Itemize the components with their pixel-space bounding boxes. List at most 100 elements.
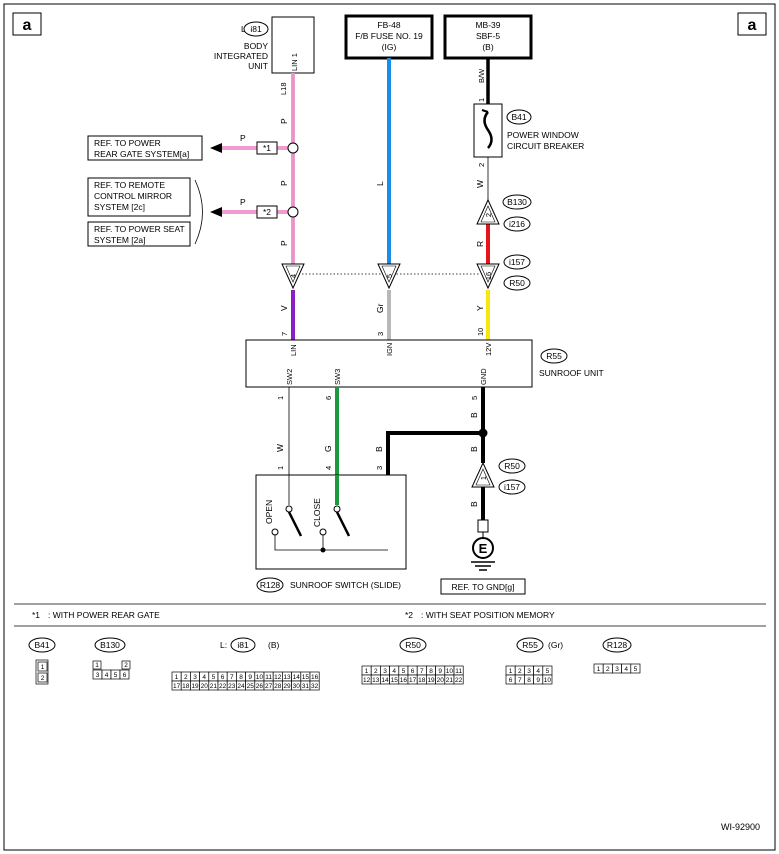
svg-text:2: 2 xyxy=(477,163,486,167)
svg-text:7: 7 xyxy=(280,332,289,336)
svg-text:2: 2 xyxy=(484,213,493,217)
pin-cell xyxy=(92,660,102,670)
svg-text:REF. TO POWER: REF. TO POWER xyxy=(94,138,161,148)
svg-text:F/B FUSE NO. 19: F/B FUSE NO. 19 xyxy=(355,31,423,41)
svg-text:P: P xyxy=(240,197,246,207)
pin-cell xyxy=(37,661,48,672)
svg-text:R50: R50 xyxy=(509,278,525,288)
pin-label: 10 xyxy=(446,668,454,675)
svg-text:5: 5 xyxy=(385,274,394,278)
pin-label: 2 xyxy=(41,675,45,682)
svg-text:*1: *1 xyxy=(32,610,40,620)
pin-label: 8 xyxy=(239,674,243,681)
pin-label: 12 xyxy=(274,674,282,681)
corner-label-left: a xyxy=(23,17,32,34)
pin-cell xyxy=(542,674,553,685)
pin-label: 9 xyxy=(536,677,540,684)
svg-text:CONTROL MIRROR: CONTROL MIRROR xyxy=(94,191,172,201)
switch-label: SUNROOF SWITCH (SLIDE) xyxy=(290,580,401,590)
pin-label: 32 xyxy=(311,683,319,690)
pin-cell xyxy=(37,672,48,683)
svg-text:3: 3 xyxy=(376,332,385,336)
sbf-box xyxy=(443,14,533,60)
svg-text:W: W xyxy=(275,444,285,452)
pin-label: 3 xyxy=(615,666,619,673)
svg-text:(B): (B) xyxy=(482,42,494,52)
corner-label-right: a xyxy=(748,17,757,34)
breaker-connector: B41 xyxy=(511,112,526,122)
svg-text:(Gr): (Gr) xyxy=(548,640,563,650)
svg-text:E: E xyxy=(479,541,488,556)
svg-text:REF. TO POWER SEAT: REF. TO POWER SEAT xyxy=(94,224,185,234)
pin-label: 13 xyxy=(372,677,380,684)
svg-text:1: 1 xyxy=(276,396,285,400)
pin-label: 1 xyxy=(365,668,369,675)
splice-1 xyxy=(287,142,299,154)
svg-text:LIN: LIN xyxy=(289,344,298,356)
pin-label: 2 xyxy=(518,668,522,675)
ref-mirror xyxy=(87,177,191,217)
pin-label: 22 xyxy=(219,683,227,690)
svg-text:B130: B130 xyxy=(507,197,527,207)
pin-cell xyxy=(119,669,130,680)
pin-label: 6 xyxy=(411,668,415,675)
pin-label: 3 xyxy=(193,674,197,681)
svg-text:REAR GATE SYSTEM[a]: REAR GATE SYSTEM[a] xyxy=(94,149,189,159)
pin-label: 4 xyxy=(392,668,396,675)
svg-text:SBF-5: SBF-5 xyxy=(476,31,500,41)
svg-text:POWER WINDOW: POWER WINDOW xyxy=(507,130,579,140)
pin-label: 21 xyxy=(210,683,218,690)
svg-text:GND: GND xyxy=(479,368,488,385)
svg-text:B: B xyxy=(469,501,479,507)
pin-label: 1 xyxy=(41,664,45,671)
breaker-symbol xyxy=(483,111,493,149)
sunroof-unit-connector: R55 xyxy=(546,351,562,361)
svg-text:OPEN: OPEN xyxy=(264,500,274,524)
pin-label: 1 xyxy=(95,662,99,669)
ref-gnd xyxy=(440,578,526,595)
pin-label: 27 xyxy=(265,683,273,690)
sunroof-unit-label: SUNROOF UNIT xyxy=(539,368,604,378)
pin-label: 19 xyxy=(191,683,199,690)
pin-label: 30 xyxy=(293,683,301,690)
svg-text:FB-48: FB-48 xyxy=(377,20,400,30)
pin-label: 22 xyxy=(455,677,463,684)
pin-label: 29 xyxy=(283,683,291,690)
splice-2 xyxy=(287,206,299,218)
svg-text:R55: R55 xyxy=(522,640,538,650)
svg-text:1: 1 xyxy=(276,466,285,470)
pin-label: 14 xyxy=(293,674,301,681)
pin-label: 7 xyxy=(420,668,424,675)
svg-text:(IG): (IG) xyxy=(382,42,397,52)
pin-label: 1 xyxy=(509,668,513,675)
svg-text:G: G xyxy=(323,445,333,452)
arrow-rear-gate xyxy=(210,143,222,153)
svg-text:i157: i157 xyxy=(509,257,525,267)
pin-label: 6 xyxy=(509,677,513,684)
pin-label: 2 xyxy=(124,662,128,669)
svg-text:Y: Y xyxy=(475,305,485,311)
arrow-seat xyxy=(210,207,222,217)
svg-text:R50: R50 xyxy=(504,461,520,471)
switch-close-lever xyxy=(335,511,351,537)
pin-label: 12 xyxy=(363,677,371,684)
pin-label: 10 xyxy=(544,677,552,684)
switch-open-lever xyxy=(287,511,303,537)
svg-text:B: B xyxy=(469,446,479,452)
svg-text:B41: B41 xyxy=(34,640,49,650)
inline-connector-b130: 2 xyxy=(476,198,500,225)
pin-label: 1 xyxy=(597,666,601,673)
svg-text:V: V xyxy=(279,305,289,311)
pin-label: 20 xyxy=(201,683,209,690)
svg-text:W: W xyxy=(475,180,485,188)
diagram-id: WI-92900 xyxy=(721,822,760,832)
svg-text:Gr: Gr xyxy=(375,303,385,313)
connector-view-b41: 12 xyxy=(35,659,49,685)
pin-label: 1 xyxy=(175,674,179,681)
svg-text:L: L xyxy=(375,181,385,186)
svg-text:*1: *1 xyxy=(263,143,271,153)
pin-cell xyxy=(309,680,320,691)
svg-text:P: P xyxy=(240,133,246,143)
